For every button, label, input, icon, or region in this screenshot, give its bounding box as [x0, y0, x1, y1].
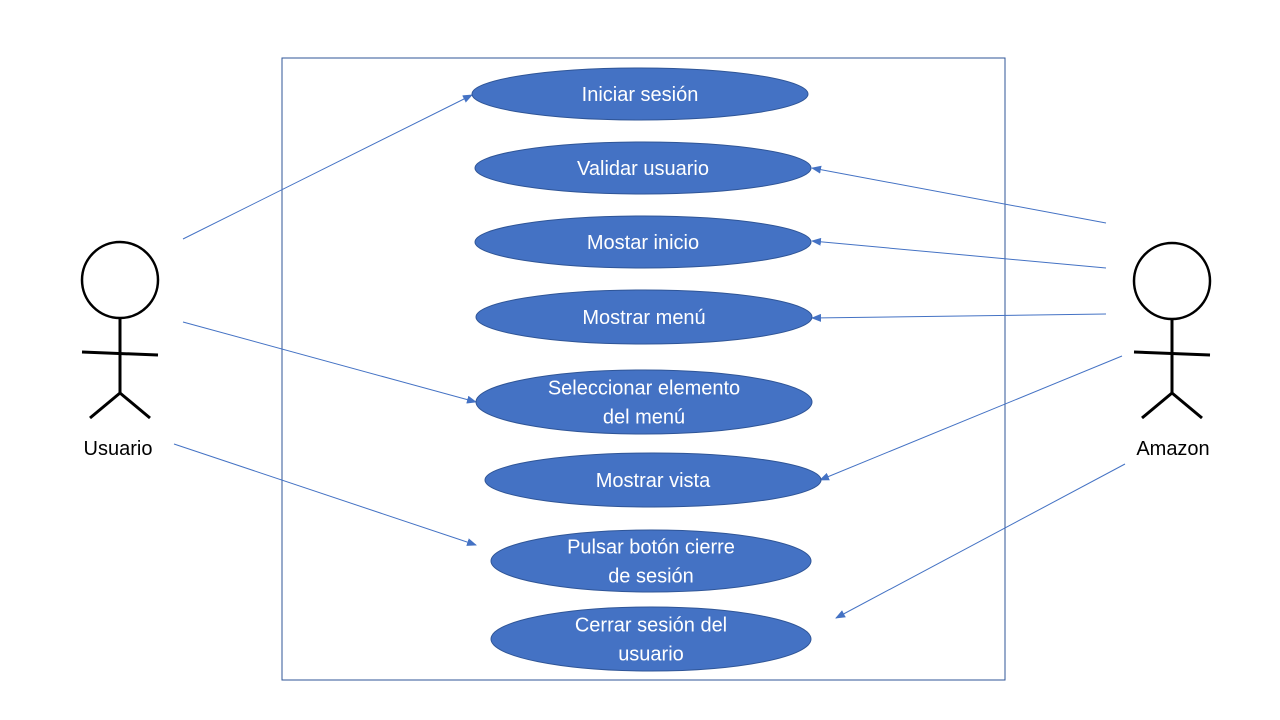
association-left-uc7	[173, 443, 477, 546]
use-case-ellipse	[490, 606, 812, 672]
association-right-uc4	[811, 313, 1107, 322]
association-left-uc1	[182, 94, 473, 240]
use-case-label: Cerrar sesión del	[575, 615, 727, 637]
associations	[173, 94, 1126, 619]
use-case-label: Iniciar sesión	[582, 84, 699, 106]
association-right-uc2	[811, 165, 1107, 224]
use-case-uc7: Pulsar botón cierre de sesión	[490, 529, 812, 593]
use-case-label: Validar usuario	[577, 158, 709, 180]
use-case-uc6: Mostrar vista	[484, 452, 822, 508]
stick-figure-icon	[80, 240, 160, 420]
actor-amazon: Amazon	[1132, 241, 1212, 460]
use-case-uc1: Iniciar sesión	[471, 67, 809, 121]
use-case-label: Pulsar botón cierre	[567, 537, 735, 559]
actor-label-usuario: Usuario	[84, 438, 153, 460]
use-case-ellipse	[475, 369, 813, 435]
stick-figure-icon	[1132, 241, 1212, 420]
use-case-ellipse	[471, 67, 809, 121]
association-right-uc8	[835, 463, 1126, 619]
association-right-uc6	[819, 355, 1123, 481]
use-case-uc5: Seleccionar elemento del menú	[475, 369, 813, 435]
use-case-label: Seleccionar elemento	[548, 378, 740, 400]
use-case-ellipse	[475, 289, 813, 345]
use-case-label: usuario	[618, 644, 684, 666]
association-right-uc3	[811, 237, 1107, 269]
use-case-label: de sesión	[608, 566, 694, 588]
use-case-label: Mostar inicio	[587, 232, 699, 254]
use-case-label: Mostrar menú	[582, 307, 705, 329]
use-case-label: Mostrar vista	[596, 470, 711, 492]
use-case-label: del menú	[603, 407, 685, 429]
system-boundary	[281, 57, 1006, 681]
use-case-ellipse	[474, 141, 812, 195]
association-left-uc5	[182, 321, 477, 404]
actor-label-amazon: Amazon	[1136, 438, 1209, 460]
use-case-uc3: Mostar inicio	[474, 215, 812, 269]
actor-usuario: Usuario	[80, 240, 160, 460]
use-case-uc2: Validar usuario	[474, 141, 812, 195]
use-case-ellipse	[484, 452, 822, 508]
use-case-ellipse	[474, 215, 812, 269]
use-case-uc8: Cerrar sesión del usuario	[490, 606, 812, 672]
use-case-ellipse	[490, 529, 812, 593]
use-case-uc4: Mostrar menú	[475, 289, 813, 345]
